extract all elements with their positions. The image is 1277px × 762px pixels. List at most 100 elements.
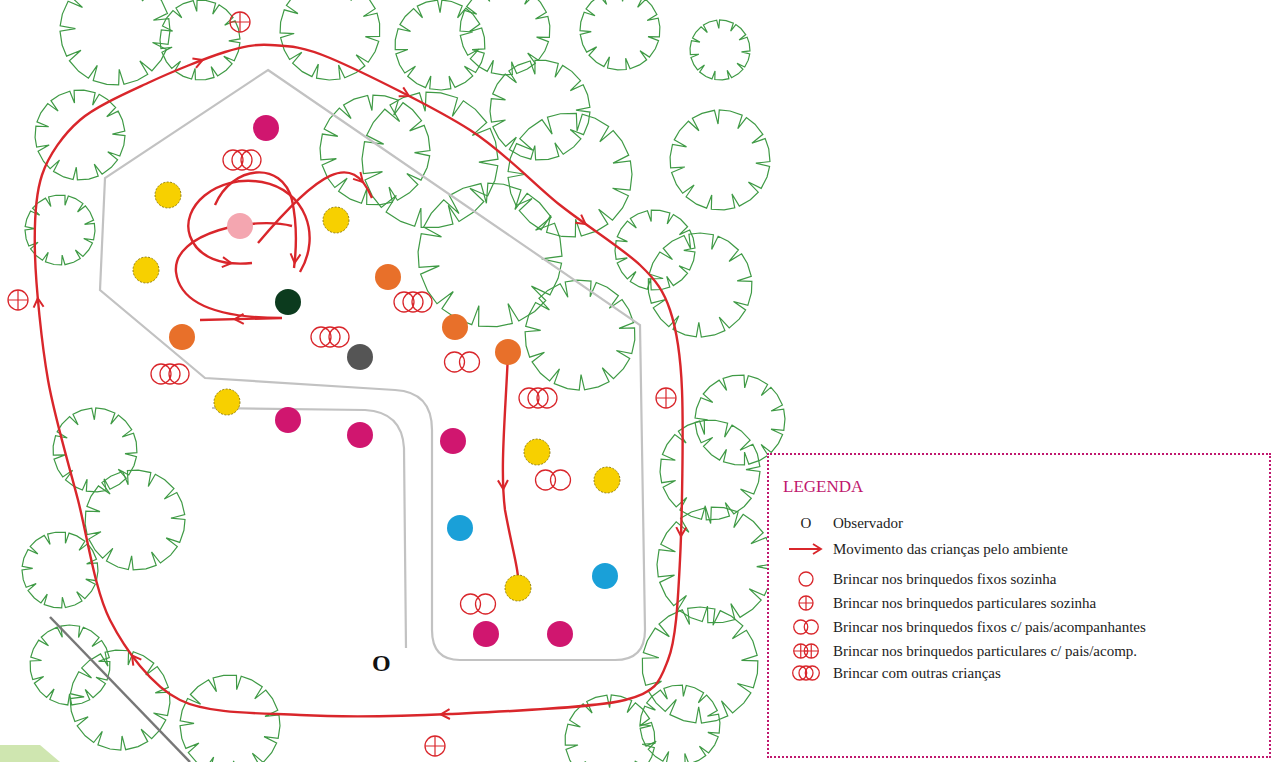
behavior-symbol xyxy=(805,666,819,680)
toy-dot xyxy=(495,339,521,365)
legend-title: LEGENDA xyxy=(783,477,863,497)
legend-row: Brincar nos brinquedos particulares sozi… xyxy=(783,593,1096,613)
legend-text: Brincar nos brinquedos particulares c/ p… xyxy=(833,643,1137,660)
tree-outline xyxy=(280,0,380,80)
observer-mark: O xyxy=(372,650,391,677)
movement-path xyxy=(35,45,683,716)
legend-row: Brincar nos brinquedos particulares c/ p… xyxy=(783,641,1137,661)
toy-dot xyxy=(347,422,373,448)
behavior-symbol xyxy=(528,388,548,408)
tree-outline xyxy=(690,20,750,80)
tree-outline xyxy=(35,90,125,180)
legend-box: OObservadorMovimento das crianças pelo a… xyxy=(767,453,1271,758)
trees xyxy=(22,0,785,762)
legend-text: Observador xyxy=(833,515,903,532)
movement-path xyxy=(176,223,292,320)
toy-dot xyxy=(253,115,279,141)
behavior-symbol xyxy=(8,290,28,310)
toy-dot xyxy=(473,621,499,647)
toy-dot xyxy=(524,439,550,465)
behavior-symbol-cross xyxy=(8,290,28,310)
behavior-symbol xyxy=(311,327,331,347)
behavior-symbol-cross xyxy=(425,736,445,756)
legend-sample xyxy=(783,617,829,637)
tree-outline xyxy=(362,92,498,227)
toy-dot xyxy=(547,621,573,647)
arrow-head xyxy=(192,55,204,68)
behavior-symbol xyxy=(799,572,813,586)
behavior-symbol-cross xyxy=(799,596,813,610)
arrow-head xyxy=(441,709,450,719)
legend-row: Brincar com outras crianças xyxy=(783,663,1001,683)
legend-row: Movimento das crianças pelo ambiente xyxy=(783,539,1068,559)
behavior-symbol-cross xyxy=(656,388,676,408)
behavior-symbol xyxy=(793,666,807,680)
arrow-head xyxy=(676,527,686,536)
arrow-head xyxy=(353,172,366,185)
toy-dot xyxy=(227,213,253,239)
behavior-symbol xyxy=(460,352,480,372)
toy-dot xyxy=(447,515,473,541)
arrow-head xyxy=(575,215,588,228)
behavior-symbol xyxy=(151,364,171,384)
behavior-symbol xyxy=(804,644,818,658)
behavior-symbol xyxy=(656,388,676,408)
tree-outline xyxy=(395,0,485,90)
legend-text: Brincar nos brinquedos particulares sozi… xyxy=(833,595,1096,612)
tree-outline xyxy=(670,110,770,210)
tree-outline xyxy=(180,675,280,762)
arrow-head xyxy=(498,480,508,489)
legend-sample xyxy=(783,569,829,589)
behavior-symbol xyxy=(232,150,252,170)
toy-dot xyxy=(169,324,195,350)
behavior-symbol xyxy=(394,292,414,312)
toy-dot xyxy=(275,289,301,315)
arrow-head xyxy=(290,253,301,263)
toy-dot xyxy=(347,344,373,370)
arrow-head xyxy=(235,314,244,324)
legend-observer-mark: O xyxy=(783,515,829,532)
movement-path xyxy=(215,172,296,268)
tree-outline xyxy=(85,470,185,570)
toy-dot xyxy=(275,407,301,433)
legend-sample xyxy=(783,539,829,559)
behavior-symbol xyxy=(804,620,818,634)
toy-dot xyxy=(155,182,181,208)
tree-outline xyxy=(320,95,430,205)
arrow-head xyxy=(399,87,412,100)
path-outline xyxy=(100,70,645,660)
tree-outline xyxy=(490,60,590,160)
tree-outline xyxy=(660,420,760,520)
legend-row: OObservador xyxy=(783,513,903,533)
legend-text: Brincar nos brinquedos fixos sozinha xyxy=(833,571,1056,588)
tree-outline xyxy=(525,280,635,390)
behavior-symbol xyxy=(425,736,445,756)
movement-path xyxy=(258,172,372,243)
tree-outline xyxy=(642,607,757,723)
toy-dot xyxy=(440,428,466,454)
behavior-symbol xyxy=(799,596,813,610)
tree-outline xyxy=(160,0,240,80)
arrow-head xyxy=(222,257,232,268)
behavior-symbol xyxy=(230,12,250,32)
toy-dot xyxy=(375,264,401,290)
behavior-symbol xyxy=(551,470,571,490)
behavior-symbol xyxy=(476,594,496,614)
behavior-symbol xyxy=(169,364,189,384)
tree-outline xyxy=(648,233,752,337)
behavior-symbol xyxy=(537,388,557,408)
toy-dot xyxy=(505,575,531,601)
toy-dot xyxy=(594,467,620,493)
toy-dot xyxy=(442,314,468,340)
lawn xyxy=(0,745,60,762)
behavior-symbol xyxy=(329,327,349,347)
behavior-symbol xyxy=(519,388,539,408)
behavior-symbol xyxy=(160,364,180,384)
toy-dot xyxy=(592,563,618,589)
legend-text: Brincar com outras crianças xyxy=(833,665,1001,682)
behavior-symbol xyxy=(223,150,243,170)
behavior-symbol-cross xyxy=(804,644,818,658)
tree-outline xyxy=(580,0,660,70)
arrow-head xyxy=(33,298,44,308)
legend-row: Brincar nos brinquedos fixos sozinha xyxy=(783,569,1056,589)
